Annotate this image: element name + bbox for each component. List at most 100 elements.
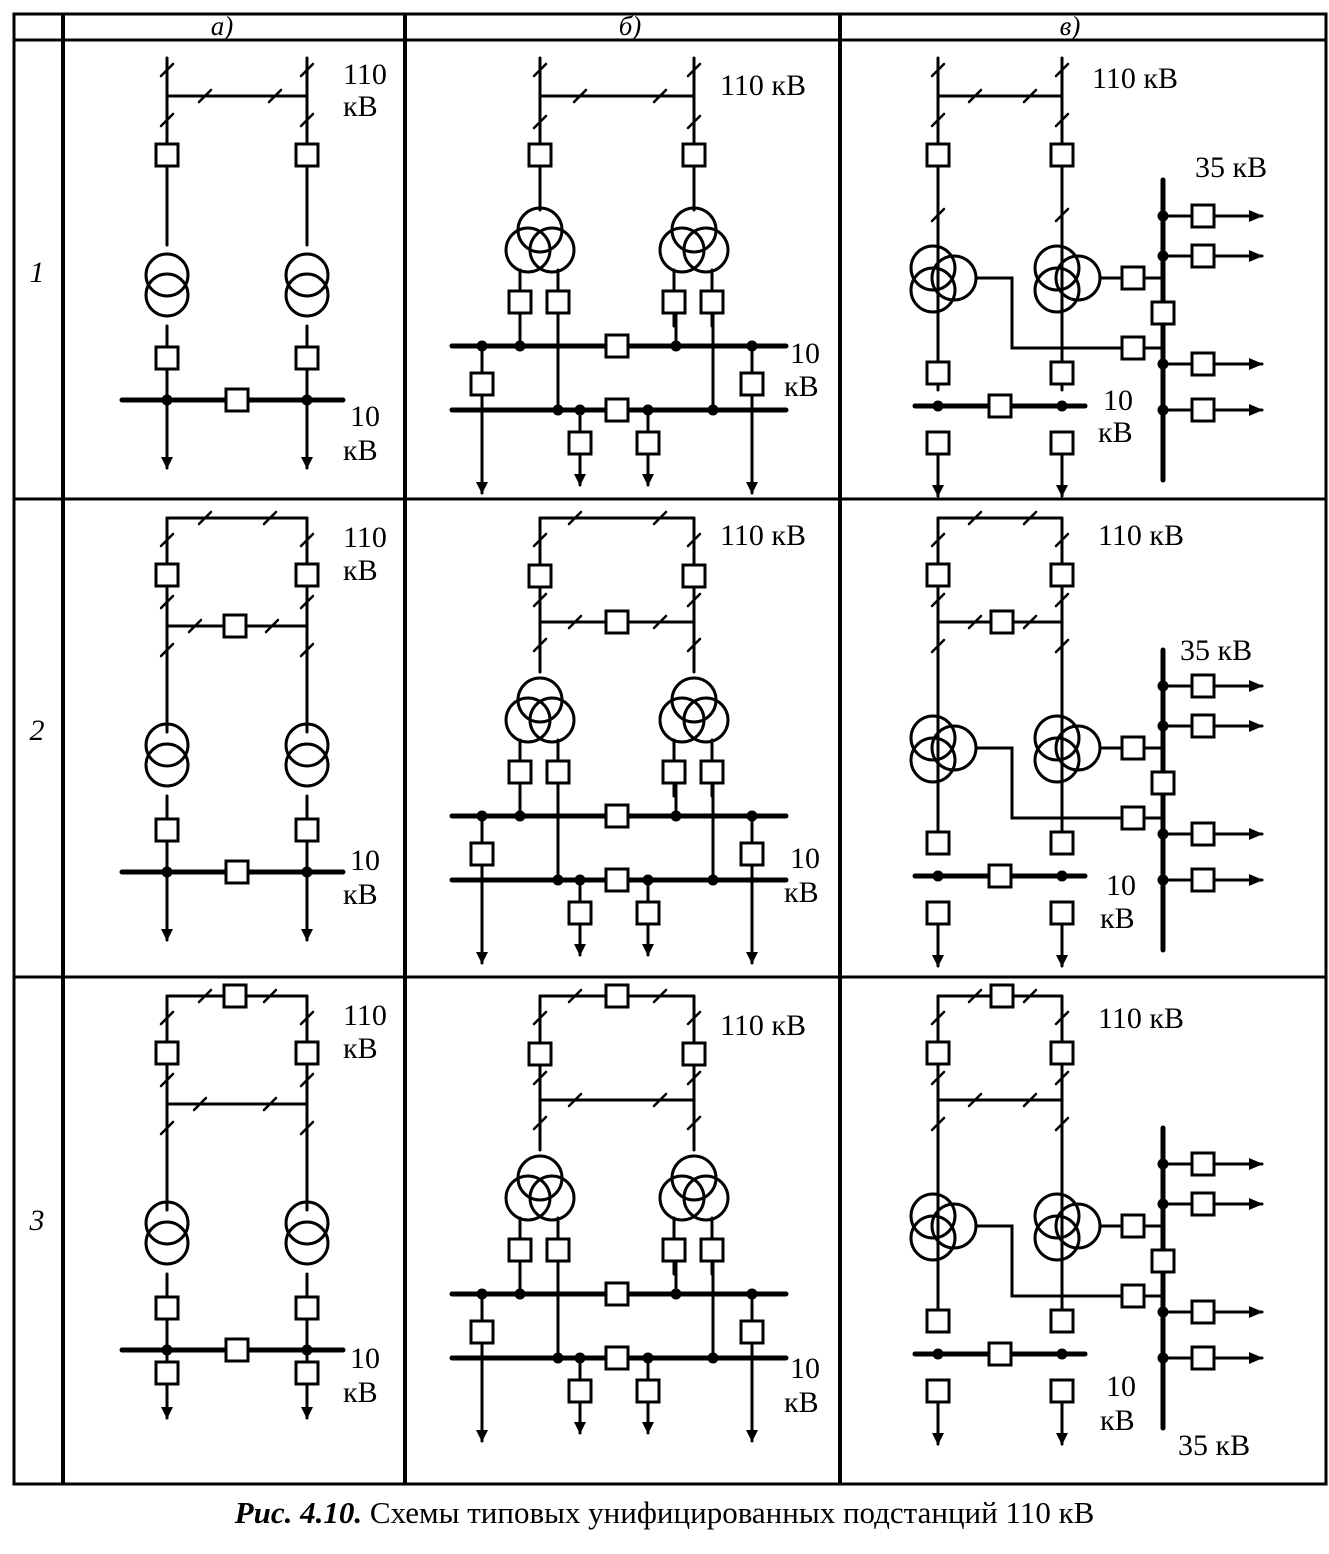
transformer-winding: [909, 1192, 957, 1240]
label-10-a2: 10: [350, 844, 380, 877]
disconnector-mark: [1054, 1070, 1070, 1086]
label-110kv-c2: 110 кВ: [1098, 519, 1184, 552]
breaker-symbol: [1049, 1040, 1075, 1066]
breaker-symbol: [222, 613, 248, 639]
breaker-symbol: [294, 1360, 320, 1386]
disconnector-mark: [930, 112, 946, 128]
label-110-a3: 110: [343, 999, 387, 1032]
scheme-b3: [449, 983, 789, 1443]
breaker-symbol: [1190, 867, 1216, 893]
column-header-a: а): [211, 11, 234, 41]
transformer-winding: [682, 1174, 730, 1222]
disconnector-mark: [1022, 510, 1038, 526]
junction-dot: [1056, 400, 1068, 412]
breaker-symbol: [1120, 1213, 1146, 1239]
label-110-a1: 110: [343, 58, 387, 91]
breaker-symbol: [545, 1237, 571, 1263]
transformer-winding: [909, 244, 957, 292]
breaker-symbol: [154, 562, 180, 588]
breaker-symbol: [545, 289, 571, 315]
schematics: [119, 56, 1264, 1446]
junction-dot: [932, 870, 944, 882]
breaker-symbol: [1049, 430, 1075, 456]
disconnector-mark: [686, 532, 702, 548]
disconnector-mark: [1022, 88, 1038, 104]
scheme-b2: [449, 510, 789, 965]
disconnector-mark: [967, 988, 983, 1004]
disconnector-mark: [532, 592, 548, 608]
disconnector-mark: [1022, 1092, 1038, 1108]
junction-dot: [1056, 870, 1068, 882]
wire: [974, 276, 1122, 350]
breaker-symbol: [925, 1308, 951, 1334]
label-10-a1: 10: [350, 400, 380, 433]
disconnector-mark: [532, 1010, 548, 1026]
disconnector-mark: [197, 988, 213, 1004]
scheme-a1: [119, 56, 346, 470]
disconnector-mark: [159, 594, 175, 610]
label-kv-c2: кВ: [1100, 902, 1135, 935]
junction-dot: [1056, 1348, 1068, 1360]
disconnector-mark: [187, 618, 203, 634]
breaker-symbol: [224, 1337, 250, 1363]
breaker-symbol: [224, 859, 250, 885]
disconnector-mark: [567, 614, 583, 630]
breaker-symbol: [507, 289, 533, 315]
breaker-symbol: [987, 863, 1013, 889]
disconnector-mark: [159, 532, 175, 548]
transformer-winding: [909, 714, 957, 762]
junction-dot: [932, 1348, 944, 1360]
transformer-winding: [504, 1174, 552, 1222]
label-kv-c1: кВ: [1098, 416, 1133, 449]
breaker-symbol: [1120, 265, 1146, 291]
disconnector-mark: [1054, 207, 1070, 223]
breaker-symbol: [1150, 1248, 1176, 1274]
breaker-symbol: [154, 345, 180, 371]
voltage-labels: 110 кВ 10 кВ 110 кВ 10 кВ 110 кВ 10 кВ 1…: [343, 58, 1267, 1462]
disconnector-mark: [159, 1072, 175, 1088]
breaker-symbol: [527, 1041, 553, 1067]
disconnector-mark: [652, 88, 668, 104]
caption-text: Схемы типовых унифицированных подстанций…: [369, 1495, 1095, 1530]
breaker-symbol: [527, 563, 553, 589]
disconnector-mark: [264, 618, 280, 634]
breaker-symbol: [604, 609, 630, 635]
breaker-symbol: [294, 817, 320, 843]
breaker-symbol: [1190, 1191, 1216, 1217]
transformer-winding: [528, 1174, 576, 1222]
disconnector-mark: [299, 1010, 315, 1026]
label-kv-b3: кВ: [784, 1386, 819, 1419]
breaker-symbol: [681, 563, 707, 589]
row-number-1: 1: [30, 256, 45, 289]
disconnector-mark: [262, 988, 278, 1004]
breaker-symbol: [987, 1341, 1013, 1367]
disconnector-mark: [967, 88, 983, 104]
breaker-symbol: [925, 562, 951, 588]
disconnector-mark: [1022, 988, 1038, 1004]
label-kv-a1-lv: кВ: [343, 434, 378, 467]
breaker-symbol: [635, 430, 661, 456]
label-kv-c3: кВ: [1100, 1404, 1135, 1437]
transformer-winding: [1033, 1192, 1081, 1240]
breaker-symbol: [1190, 1299, 1216, 1325]
scheme-c3: [909, 983, 1264, 1446]
transformer-winding: [658, 226, 706, 274]
disconnector-mark: [572, 88, 588, 104]
scheme-b1: [449, 56, 789, 495]
disconnector-mark: [532, 62, 548, 78]
breaker-symbol: [527, 142, 553, 168]
transformer-winding: [144, 252, 190, 298]
breaker-symbol: [154, 1040, 180, 1066]
breaker-symbol: [1190, 243, 1216, 269]
scheme-c1: [909, 56, 1264, 498]
transformer-winding: [682, 696, 730, 744]
breaker-symbol: [604, 1281, 630, 1307]
disconnector-mark: [1054, 532, 1070, 548]
disconnector-mark: [930, 1010, 946, 1026]
figure-caption: Рис. 4.10. Схемы типовых унифицированных…: [0, 1495, 1329, 1531]
label-kv-a2: кВ: [343, 554, 378, 587]
breaker-symbol: [545, 759, 571, 785]
breaker-symbol: [1049, 900, 1075, 926]
label-110kv-b3: 110 кВ: [720, 1009, 806, 1042]
